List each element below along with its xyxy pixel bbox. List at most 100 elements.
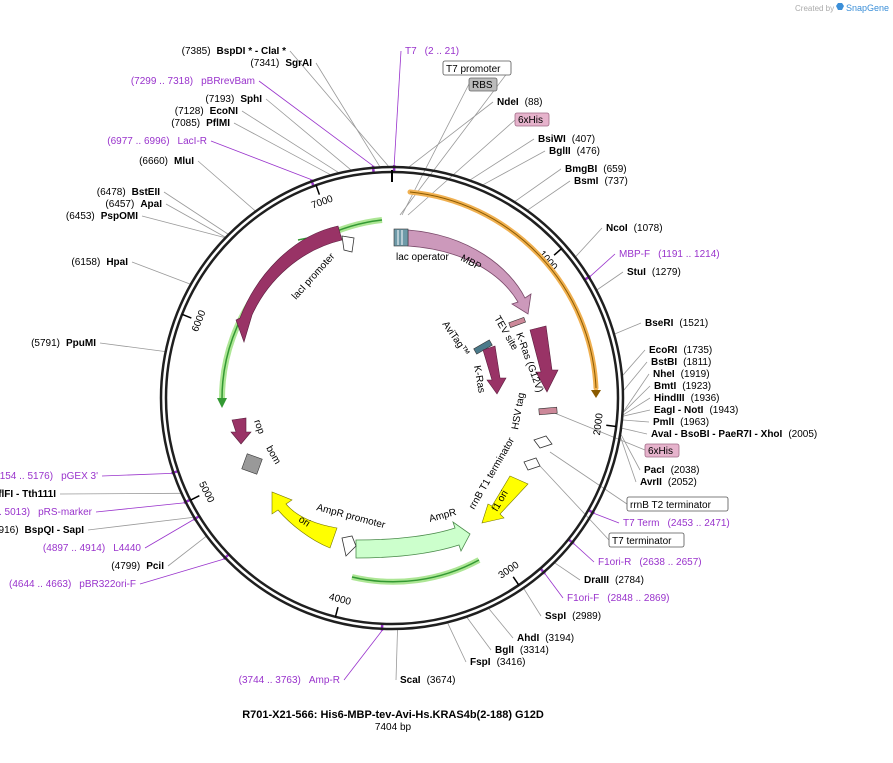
t7-promoter-box: T7 promoter: [442, 60, 512, 76]
site-label: (5791)PpuMI: [31, 338, 96, 349]
his-tag-top-box: 6xHis: [514, 112, 550, 127]
rbs-box: RBS: [468, 77, 498, 92]
site-label: BsmI(737): [574, 176, 628, 187]
site-label: StuI(1279): [627, 267, 681, 278]
site-label: FspI(3416): [470, 657, 525, 668]
rrnb-t1-feature: [533, 435, 553, 449]
t7-terminator-box: T7 terminator: [608, 532, 685, 548]
map-length: 7404 bp: [375, 722, 412, 733]
svg-text:6xHis: 6xHis: [648, 446, 673, 457]
site-label: (7385)BspDI * - ClaI *: [182, 46, 286, 57]
tick-mark-3000: [512, 576, 520, 586]
site-label: BseRI(1521): [645, 318, 708, 329]
site-leader-line: [488, 608, 514, 639]
tick-label-5000: 5000: [196, 480, 216, 505]
primer-label: MBP-F(1191 .. 1214): [619, 249, 720, 260]
site-leader-line: [241, 110, 339, 173]
site-leader-line: [233, 122, 331, 175]
rop-feature: [230, 417, 252, 445]
site-leader-line: [621, 427, 648, 435]
backbone-outer: [159, 165, 625, 631]
primer-leader-line: [210, 140, 312, 180]
site-label: EagI - NotI(1943): [654, 405, 738, 416]
laci-feature: [235, 225, 343, 343]
site-leader-line: [623, 361, 648, 391]
tick-label-3000: 3000: [497, 560, 522, 582]
site-labels: (7385)BspDI * - ClaI *(7341)SgrAI(7193)S…: [0, 46, 817, 686]
site-leader-line: [575, 227, 603, 257]
site-leader-line: [466, 617, 492, 651]
primer-label: (7299 .. 7318)pBRrevBam: [131, 76, 255, 87]
tick-label-7000: 7000: [310, 194, 335, 212]
feature-leader-line: [549, 451, 628, 505]
kras-label: K-Ras: [471, 365, 487, 394]
site-label: ScaI(3674): [400, 675, 455, 686]
primer-label: (5154 .. 5176)pGEX 3': [0, 471, 98, 482]
primer-leader-line: [139, 558, 224, 585]
tick-mark-5000: [190, 495, 200, 501]
primer-label: (6977 .. 6996)LacI-R: [107, 136, 207, 147]
site-label: (4916)BspQI - SapI: [0, 525, 84, 536]
site-label: NcoI(1078): [606, 223, 663, 234]
site-leader-line: [447, 623, 467, 663]
tick-label-2000: 2000: [592, 412, 606, 436]
site-leader-line: [523, 588, 542, 617]
site-label: NdeI(88): [497, 97, 542, 108]
site-leader-line: [141, 215, 225, 238]
site-leader-line: [409, 101, 494, 167]
site-leader-line: [197, 160, 256, 212]
svg-text:T7 terminator: T7 terminator: [612, 536, 672, 547]
credit-text: Created by: [795, 4, 834, 13]
site-leader-line: [596, 271, 624, 291]
site-label: (6453)PspOMI: [66, 211, 138, 222]
orange-arc-arrow: [591, 390, 601, 398]
rrnb-t2-box: rrnB T2 terminator: [626, 496, 729, 512]
site-label: SspI(2989): [545, 611, 601, 622]
primer-leader-line: [343, 630, 383, 681]
tick-label-6000: 6000: [190, 308, 209, 333]
primer-label: T7(2 .. 21): [405, 46, 459, 57]
site-label: BsiWI(407): [538, 134, 595, 145]
site-leader-line: [623, 385, 651, 413]
svg-text:SnapGene: SnapGene: [846, 3, 889, 13]
site-label: (7193)SphI: [205, 94, 262, 105]
site-label: (7128)EcoNI: [175, 106, 238, 117]
site-leader-line: [482, 150, 546, 186]
kras-g12v-feature: [529, 325, 559, 393]
tick-label-4000: 4000: [328, 592, 353, 608]
site-label: (6660)MluI: [139, 156, 194, 167]
snapgene-logo: SnapGene: [836, 3, 889, 13]
site-leader-line: [289, 50, 389, 167]
site-leader-line: [165, 203, 226, 238]
primer-label: T7 Term(2453 .. 2471): [623, 518, 730, 529]
svg-text:T7 promoter: T7 promoter: [446, 64, 501, 75]
site-leader-line: [87, 516, 194, 531]
site-label: EcoRI(1735): [649, 345, 712, 356]
tev-site-feature: [508, 316, 526, 328]
svg-text:6xHis: 6xHis: [518, 115, 543, 126]
site-label: HindIII(1936): [654, 393, 719, 404]
his-tag-right-box: 6xHis: [644, 443, 680, 458]
primer-leader-line: [544, 573, 564, 599]
primer-leader-line: [393, 50, 402, 166]
outer-orange-arc: [407, 189, 599, 391]
site-leader-line: [514, 168, 562, 202]
feature-leader-line: [407, 119, 516, 216]
tick-mark-1000: [553, 248, 563, 256]
primer-leader-line: [573, 543, 595, 563]
site-leader-line: [470, 138, 535, 181]
site-label: PacI(2038): [644, 465, 699, 476]
site-leader-line: [315, 62, 380, 167]
ampr-feature: [355, 520, 471, 559]
svg-text:RBS: RBS: [472, 80, 493, 91]
primer-leader-line: [95, 502, 184, 513]
site-label: (6158)HpaI: [71, 257, 128, 268]
site-leader-line: [554, 562, 581, 581]
primer-leader-line: [258, 80, 374, 167]
site-leader-line: [623, 409, 651, 417]
site-leader-line: [622, 349, 646, 376]
lac-operator-label: lac operator: [396, 252, 449, 263]
map-title: R701-X21-566: His6-MBP-tev-Avi-Hs.KRAS4b…: [242, 709, 544, 721]
site-label: (7085)PflMI: [171, 118, 230, 129]
